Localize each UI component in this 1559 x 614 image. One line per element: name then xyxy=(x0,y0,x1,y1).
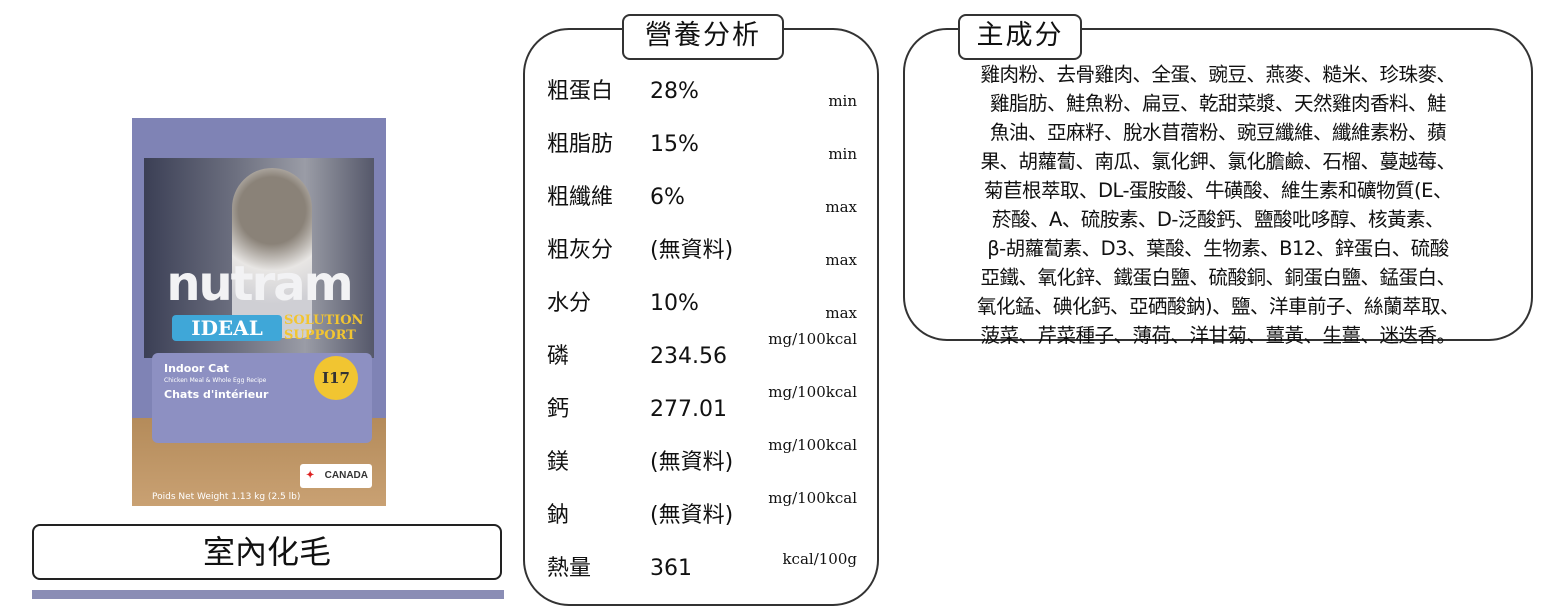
nutrition-row: 鈉 (無資料) mg/100kcal xyxy=(547,489,857,554)
bag-fr: Chats d'intérieur xyxy=(164,388,269,401)
nutrition-row: 磷 234.56 mg/100kcal xyxy=(547,330,857,395)
nutrition-row: 粗灰分 (無資料) max xyxy=(547,236,857,289)
nutrient-label: 粗灰分 xyxy=(547,238,614,263)
nutrition-row: 粗蛋白 28% min xyxy=(547,77,857,130)
bag-brand: nutram xyxy=(166,256,353,312)
nutrient-value: 6% xyxy=(650,185,685,210)
nutrition-title: 營養分析 xyxy=(622,14,784,60)
ingredients-panel xyxy=(903,28,1533,341)
ingredient-line: 菠菜、芹菜種子、薄荷、洋甘菊、薑黃、生薑、迷迭香。 xyxy=(980,324,1456,347)
nutrition-row: 粗纖維 6% max xyxy=(547,183,857,236)
nutrient-unit: min xyxy=(828,145,857,163)
ingredients-title: 主成分 xyxy=(958,14,1082,60)
nutrient-value: (無資料) xyxy=(650,503,734,528)
bag-origin: ✦CANADA xyxy=(300,464,372,488)
nutrient-value: 10% xyxy=(650,291,699,316)
nutrition-row: 粗脂肪 15% min xyxy=(547,130,857,183)
nutrient-unit: mg/100kcal xyxy=(768,383,857,401)
nutrition-row: 鈣 277.01 mg/100kcal xyxy=(547,383,857,448)
ingredient-line: β-胡蘿蔔素、D3、葉酸、生物素、B12、鋅蛋白、硫酸 xyxy=(987,237,1449,260)
nutrient-label: 粗蛋白 xyxy=(547,79,614,104)
bag-weight: Poids Net Weight 1.13 kg (2.5 lb) xyxy=(152,492,301,502)
nutrient-label: 粗纖維 xyxy=(547,185,614,210)
ingredient-line: 雞脂肪、鮭魚粉、扁豆、乾甜菜漿、天然雞肉香料、鮭 xyxy=(989,92,1447,115)
bag-en: Indoor Cat xyxy=(164,362,229,375)
nutrient-unit: kcal/100g xyxy=(782,550,857,568)
nutrition-panel xyxy=(523,28,879,606)
bag-recipe: Chicken Meal & Whole Egg Recipe xyxy=(164,377,267,384)
ingredient-line: 魚油、亞麻籽、脫水苜蓿粉、豌豆纖維、纖維素粉、蘋 xyxy=(989,121,1447,144)
ingredient-line: 果、胡蘿蔔、南瓜、氯化鉀、氯化膽鹼、石榴、蔓越莓、 xyxy=(980,150,1456,173)
nutrition-row: 熱量 361 kcal/100g xyxy=(547,550,857,607)
nutrient-label: 粗脂肪 xyxy=(547,132,614,157)
nutrient-unit: max xyxy=(825,198,857,216)
nutrient-value: 28% xyxy=(650,79,699,104)
nutrient-label: 鈣 xyxy=(547,397,570,422)
ingredients-list: 雞肉粉、去骨雞肉、全蛋、豌豆、燕麥、糙米、珍珠麥、雞脂肪、鮭魚粉、扁豆、乾甜菜漿… xyxy=(918,60,1518,350)
nutrient-label: 鎂 xyxy=(547,450,570,475)
nutrient-unit: min xyxy=(828,92,857,110)
product-name: 室內化毛 xyxy=(32,524,502,580)
ingredient-line: 氧化錳、碘化鈣、亞硒酸鈉)、鹽、洋車前子、絲蘭萃取、 xyxy=(976,295,1460,318)
nutrient-value: 234.56 xyxy=(650,344,727,369)
bag-line: IDEAL xyxy=(172,315,282,341)
nutrient-unit: mg/100kcal xyxy=(768,330,857,348)
nutrient-label: 磷 xyxy=(547,344,570,369)
ingredient-line: 菊苣根萃取、DL-蛋胺酸、牛磺酸、維生素和礦物質(E、 xyxy=(983,179,1453,202)
nutrient-value: 277.01 xyxy=(650,397,727,422)
ingredient-line: 雞肉粉、去骨雞肉、全蛋、豌豆、燕麥、糙米、珍珠麥、 xyxy=(980,63,1456,86)
nutrient-unit: max xyxy=(825,251,857,269)
nutrient-label: 熱量 xyxy=(547,556,592,581)
nutrient-unit: mg/100kcal xyxy=(768,489,857,507)
nutrient-value: (無資料) xyxy=(650,450,734,475)
nutrient-label: 水分 xyxy=(547,291,592,316)
nutrient-value: (無資料) xyxy=(650,238,734,263)
nutrient-label: 鈉 xyxy=(547,503,570,528)
nutrition-row: 鎂 (無資料) mg/100kcal xyxy=(547,436,857,501)
ingredient-line: 亞鐵、氧化鋅、鐵蛋白鹽、硫酸銅、銅蛋白鹽、錳蛋白、 xyxy=(980,266,1456,289)
nutrient-value: 361 xyxy=(650,556,692,581)
bag-code: I17 xyxy=(314,356,358,400)
cat-figure xyxy=(232,168,312,338)
ingredient-line: 菸酸、A、硫胺素、D-泛酸鈣、鹽酸吡哆醇、核黃素、 xyxy=(992,208,1444,231)
nutrient-unit: mg/100kcal xyxy=(768,436,857,454)
nutrient-unit: max xyxy=(825,304,857,322)
nutrition-row: 水分 10% max xyxy=(547,289,857,342)
name-underline xyxy=(32,590,504,599)
nutrient-value: 15% xyxy=(650,132,699,157)
